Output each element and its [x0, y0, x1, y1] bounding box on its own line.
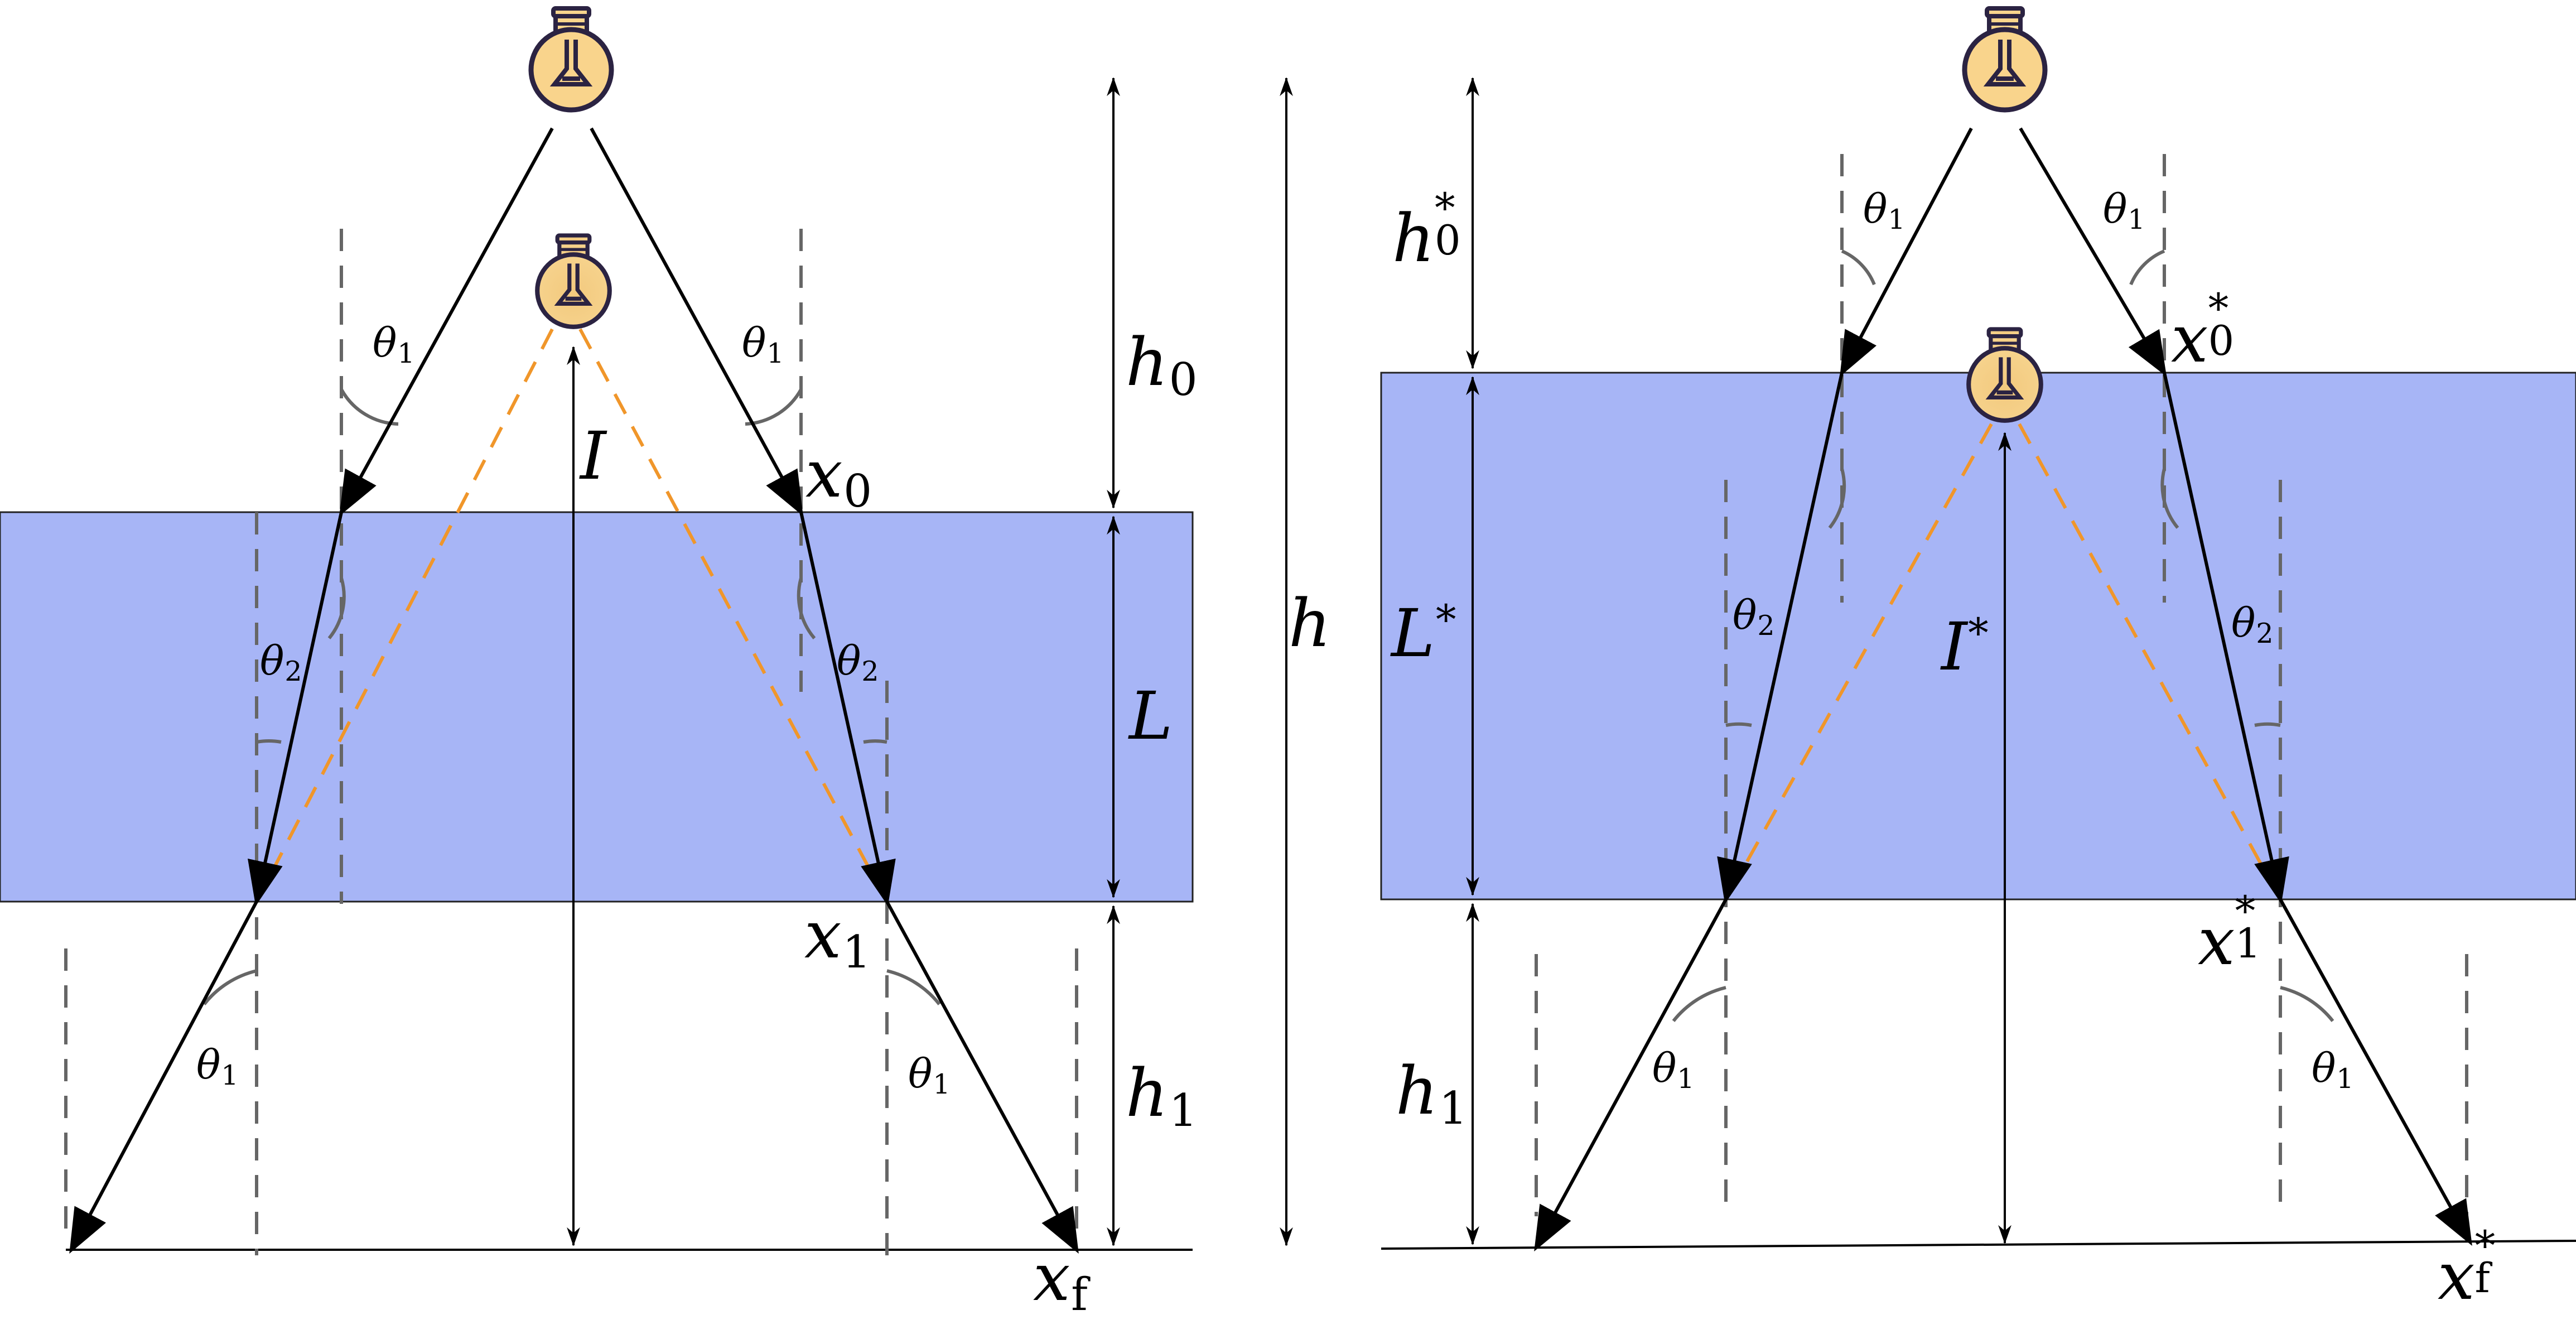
label-x1: x1 [804, 896, 871, 978]
label-theta2: θ2 [837, 637, 879, 687]
label-theta1: θ1 [742, 319, 784, 369]
label-I: I [580, 417, 606, 494]
virtual-rays-left [255, 328, 889, 903]
label-L-star: L* [1391, 595, 1456, 672]
real-rays-left [69, 127, 1079, 1254]
left-panel [0, 6, 1293, 1255]
label-x1-star: x*1 [2198, 887, 2261, 980]
slab-right [1380, 372, 2576, 900]
label-x0-star: x*0 [2171, 285, 2235, 377]
label-theta1: θ1 [1863, 185, 1906, 235]
label-theta1: θ1 [1652, 1044, 1695, 1095]
label-xf: xf [1033, 1239, 1088, 1321]
right-panel [1380, 6, 2576, 1252]
label-theta1: θ1 [2312, 1044, 2354, 1095]
virtual-rays-right [1724, 423, 2282, 900]
label-theta1: θ1 [2103, 185, 2145, 235]
label-x0: x0 [805, 435, 872, 517]
label-theta1: θ1 [373, 319, 415, 369]
label-theta2: θ2 [2231, 599, 2274, 649]
label-xf-star: x*f [2438, 1222, 2496, 1314]
slab-left [0, 511, 1194, 903]
dimension-arrows-left [567, 77, 1293, 1246]
label-theta1: θ1 [196, 1041, 239, 1091]
label-L: L [1129, 677, 1173, 754]
lightbulb-icon [1962, 6, 2048, 113]
label-theta2: θ2 [260, 637, 302, 687]
label-theta1: θ1 [908, 1050, 951, 1100]
lightbulb-icon [528, 6, 614, 113]
lightbulb-icon [1966, 327, 2043, 423]
label-h0: h0 [1126, 324, 1198, 406]
label-I-star: I* [1941, 608, 1989, 685]
label-theta2: θ2 [1733, 591, 1775, 642]
angle-arcs-right [1672, 249, 2334, 1022]
lightbulb-icon [535, 233, 612, 329]
real-rays-right [1534, 127, 2472, 1252]
label-h1: h1 [1396, 1052, 1468, 1134]
label-h1: h1 [1126, 1054, 1198, 1136]
label-h0-star: h*0 [1392, 184, 1461, 277]
dimension-arrows-right [1466, 77, 2011, 1245]
label-h: h [1289, 585, 1331, 662]
angle-arcs-left [202, 388, 941, 1005]
ground-line-right [1381, 1240, 2576, 1250]
